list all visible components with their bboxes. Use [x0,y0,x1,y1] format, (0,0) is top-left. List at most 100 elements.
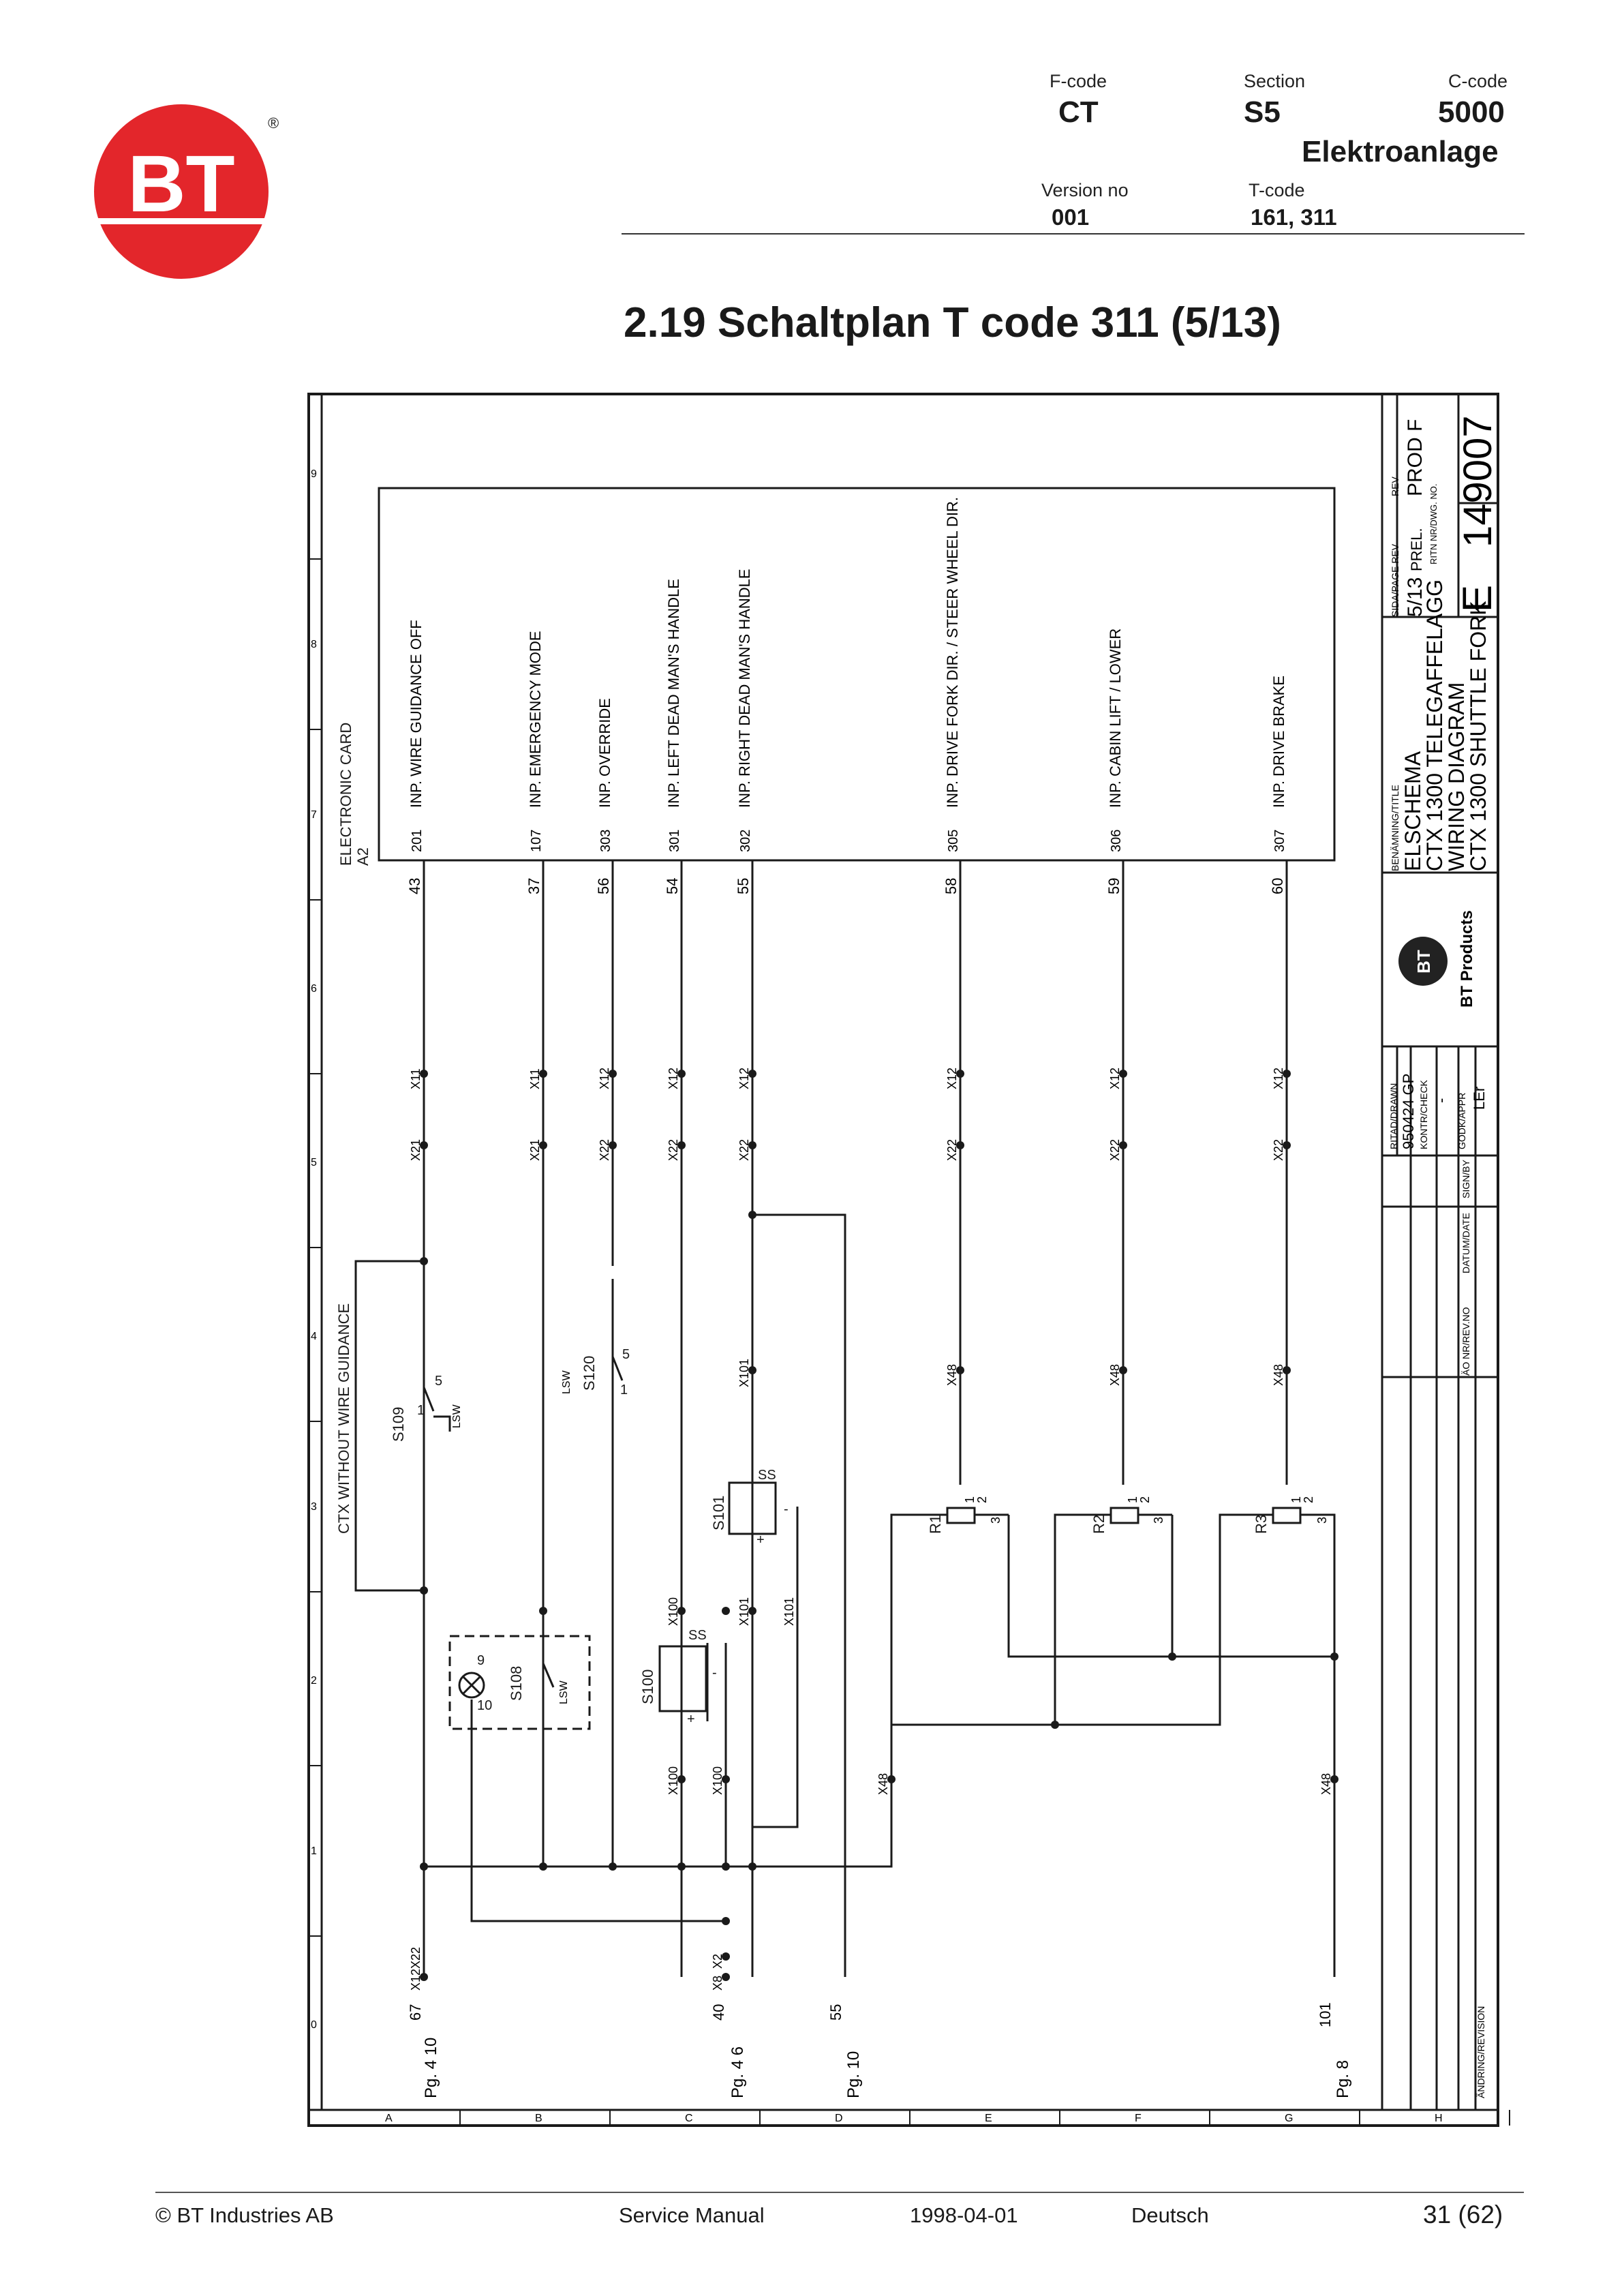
revno-label: ÄO NR/REV.NO [1460,1307,1471,1376]
pin-1: 1 [1126,1496,1139,1503]
title-line-1: ELSCHEMA [1401,751,1425,871]
svg-text:Pg. 8: Pg. 8 [1334,2060,1352,2098]
connector-x12: X12 [945,1068,959,1089]
pin-9-s108: 9 [477,1653,485,1668]
version-value: 001 [1052,205,1090,230]
row-number: 3 [311,1501,317,1513]
title-line-4: CTX 1300 SHUTTLE FORK [1466,601,1490,871]
prel-label: PREL. [1408,528,1425,571]
column-letter: F [1135,2113,1142,2124]
input-pin-305: 305 [946,830,961,852]
connector-x21: X21 [409,1139,423,1161]
wire-number-54: 54 [664,878,681,894]
wire-number-59: 59 [1105,878,1122,894]
svg-text:55: 55 [827,2004,844,2021]
footer-copyright: © BT Industries AB [155,2203,334,2227]
svg-text:Pg. 4 6: Pg. 4 6 [729,2046,747,2098]
column-letter: C [685,2113,693,2124]
title-line-3: WIRING DIAGRAM [1444,682,1469,871]
title-label: BENÄMNING/TITLE [1390,785,1401,871]
rev-label: REV [1390,477,1401,496]
page-ref-pg46: Pg. 4 6 [716,2011,756,2100]
ccode-value: 5000 [1438,95,1505,129]
column-letter: B [535,2113,542,2124]
pin-ss-s101: SS [758,1468,776,1483]
pin-3: 3 [989,1517,1003,1524]
input-pin-306: 306 [1109,830,1124,852]
connector-x12: X12 [737,1068,751,1089]
date-label: DATUM/DATE [1460,1213,1471,1273]
pin-1: 1 [963,1496,977,1503]
pin-1: 1 [1289,1496,1303,1503]
connector-x22: X22 [1108,1139,1122,1161]
row-number: 7 [311,809,317,821]
wire-67: 67 [406,1989,426,2023]
card-label: ELECTRONIC CARD [337,723,354,866]
row-number: 0 [311,2019,317,2031]
lsw-s120: LSW [561,1370,572,1394]
connector-x22: X22 [945,1139,959,1161]
page-ref-pg410: Pg. 4 10 [409,2011,450,2100]
page-ref-pg10: Pg. 10 [831,2011,872,2100]
drawn-label: RITAD/DRAWN [1388,1083,1399,1149]
pin-5-s109: 5 [435,1374,442,1389]
connector-x12: X12 [667,1068,680,1089]
wire-40: 40 [709,1989,729,2023]
sheet-value: 5/13 [1404,577,1426,617]
pin-plus-s101: + [756,1532,765,1547]
pin-plus-s100: + [687,1712,695,1727]
connector-x48-right: X48 [1319,1773,1333,1795]
connector-x100-lower: X100 [667,1766,680,1795]
drawing-number: 149007 [1456,415,1498,547]
ctx-note: CTX WITHOUT WIRE GUIDANCE [335,1303,352,1534]
section-value: S5 [1244,95,1281,129]
connector-x22: X22 [737,1139,751,1161]
input-pin-302: 302 [738,830,753,852]
drawing-prefix: E [1454,585,1498,612]
row-number: 8 [311,639,317,650]
input-label-307: INP. DRIVE BRAKE [1270,676,1287,808]
pin-minus-s100: - [712,1665,717,1680]
wire-number-43: 43 [406,878,423,894]
lsw-s108: LSW [558,1680,570,1704]
wire-number-60: 60 [1269,878,1286,894]
revision-label: ÄNDRING/REVISION [1475,2006,1486,2098]
check-label: KONTR/CHECK [1418,1079,1429,1149]
check-value: - [1433,1098,1450,1103]
connector-x101-right: X101 [782,1597,796,1626]
s109-label: S109 [390,1407,407,1442]
wire-number-58: 58 [943,878,960,894]
pin-minus-s101: - [784,1502,789,1517]
pin-10-s108: 10 [477,1698,492,1713]
registered-mark: ® [268,115,279,132]
connector-x2-ref: X2 [711,1954,724,1969]
rev-value: PROD F [1404,419,1426,496]
wire-number-55: 55 [735,878,752,894]
footer-language: Deutsch [1131,2203,1209,2227]
pin-2: 2 [975,1496,989,1503]
appr-label: GODK/APPR [1456,1093,1467,1149]
input-pin-107: 107 [529,830,544,852]
connector-x48: X48 [1272,1364,1285,1386]
pin-3: 3 [1152,1517,1165,1524]
pin-5-s120: 5 [622,1347,630,1362]
svg-text:BT: BT [127,139,234,229]
connector-x12: X12 [1272,1068,1285,1089]
wire-55-ref: 55 [826,1989,846,2023]
input-pin-303: 303 [598,830,613,852]
footer-date: 1998-04-01 [910,2203,1018,2227]
connector-x48-left: X48 [876,1773,890,1795]
svg-text:Pg. 4 10: Pg. 4 10 [422,2038,440,2098]
connector-x12: X12 [1108,1068,1122,1089]
input-pin-307: 307 [1272,830,1287,852]
connector-x48: X48 [945,1364,959,1386]
s120-label: S120 [581,1356,598,1391]
r2-label: R2 [1090,1515,1107,1534]
connector-x100-upper: X100 [667,1597,680,1626]
connector-x101-upper: X101 [737,1359,751,1387]
fcode-label: F-code [1050,71,1107,91]
appr-value: LEr [1471,1087,1488,1110]
input-label-301: INP. LEFT DEAD MAN'S HANDLE [665,579,682,808]
r3-label: R3 [1253,1515,1270,1534]
column-letter: H [1435,2113,1443,2124]
